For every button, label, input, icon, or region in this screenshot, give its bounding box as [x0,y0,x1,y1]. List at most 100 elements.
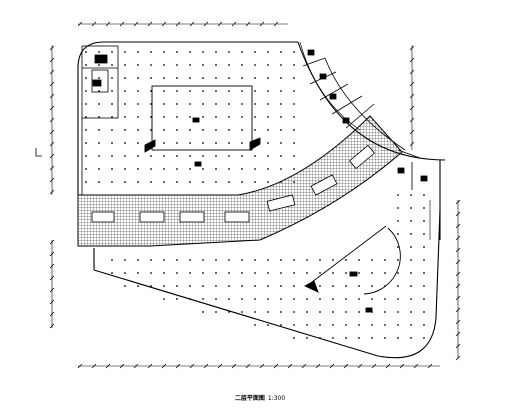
caption-scale: 1:300 [267,395,286,402]
column-dot [267,103,269,105]
column-dot [397,272,399,274]
column-dot [189,298,191,300]
column-dot [345,311,347,313]
column-dot [215,181,217,183]
column-dot [254,116,256,118]
column-dot [332,285,334,287]
column-dot [410,233,412,235]
column-dot [371,324,373,326]
column-dot [228,64,230,66]
column-dot [85,142,87,144]
column-dot [384,259,386,261]
column-dot [280,77,282,79]
column-dot [241,64,243,66]
column-dot [267,324,269,326]
column-dot [293,285,295,287]
column-dot [228,142,230,144]
column-dot [280,311,282,313]
column-dot [150,181,152,183]
column-dot [137,155,139,157]
column-dot [241,116,243,118]
column-dot [150,142,152,144]
column-dot [306,337,308,339]
column-dot [371,272,373,274]
column-dot [280,51,282,53]
column-dot [202,90,204,92]
column-dot [241,168,243,170]
column-dot [293,129,295,131]
column-dot [215,129,217,131]
dimension-tick [217,363,223,369]
column-dot [189,181,191,183]
column-dot [202,259,204,261]
column-dot [124,64,126,66]
column-dot [176,129,178,131]
column-dot [319,324,321,326]
column-dot [163,285,165,287]
dimension-tick [147,21,153,27]
dimension-tick [49,165,55,171]
column-dot [124,285,126,287]
dimension-tick [455,283,461,289]
column-dot [163,51,165,53]
column-dot [410,272,412,274]
column-dot [254,129,256,131]
dimension-tick [161,363,167,369]
column-dot [254,298,256,300]
column-dot [124,168,126,170]
column-dot [215,64,217,66]
column-dot [280,103,282,105]
column-dot [215,155,217,157]
column-dot [410,246,412,248]
column-dot [241,51,243,53]
column-dot [410,337,412,339]
column-dot [423,272,425,274]
column-dot [228,298,230,300]
column-dot [189,116,191,118]
column-dot [397,311,399,313]
column-dot [124,90,126,92]
column-dot [423,311,425,313]
column-dot [124,77,126,79]
column-dot [254,142,256,144]
column-dot [176,103,178,105]
dimension-tick [105,363,111,369]
column-dot [124,155,126,157]
column-dot [150,64,152,66]
column-dot [202,285,204,287]
dimension-tick [455,271,461,277]
dimension-tick [189,363,195,369]
dimension-tick [409,69,415,75]
column-dot [85,155,87,157]
column-dot [85,168,87,170]
dimension-tick [343,363,349,369]
column-dot [150,272,152,274]
dimension-tick [409,57,415,63]
column-dot [423,220,425,222]
column-dot [397,220,399,222]
column-dot [189,77,191,79]
column-dot [228,51,230,53]
column-dot [202,311,204,313]
column-dot [410,259,412,261]
column-dot [189,64,191,66]
column-dot [410,285,412,287]
dimension-tick [49,251,55,257]
column-dot [163,142,165,144]
column-dot [397,285,399,287]
column-dot [202,142,204,144]
column-dot [124,129,126,131]
column-dot [306,311,308,313]
column-dot [280,298,282,300]
column-dot [176,285,178,287]
column-dot [241,181,243,183]
column-dot [137,272,139,274]
dimension-tick [49,311,55,317]
column-dot [267,155,269,157]
column-dot [111,142,113,144]
column-dot [332,298,334,300]
column-dot [176,259,178,261]
dimension-tick [287,363,293,369]
column-dot [111,77,113,79]
column-dot [267,64,269,66]
